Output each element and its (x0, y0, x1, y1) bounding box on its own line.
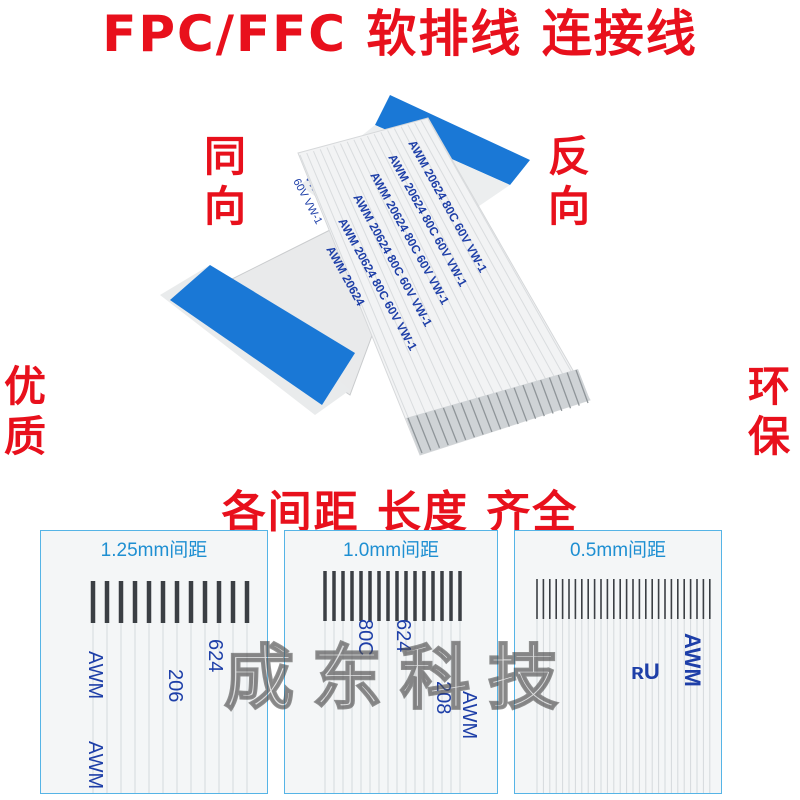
contact-pin (478, 397, 493, 433)
contact-pin (416, 415, 432, 451)
conductor-stripe (414, 122, 571, 407)
panel-print: 624 (392, 619, 414, 652)
pitch-sample-1-25: AWM AWM 206 624 AWM (84, 581, 250, 793)
contact-pin (407, 417, 423, 454)
panel-print: 80C (354, 619, 376, 656)
conductor-stripe (346, 141, 484, 433)
blue-stiffener-left (170, 265, 355, 405)
panel-1-0mm: 1.0mm间距 80C 624 208 AWM (284, 530, 498, 794)
same-direction-label: 同向 (203, 132, 246, 231)
conductor-stripe (407, 124, 563, 410)
panel-print: AWM (84, 741, 106, 789)
panel-1-25mm: 1.25mm间距 AWM AWM 206 624 AWM (40, 530, 268, 794)
pitch-sample-1-0: 80C 624 208 AWM (323, 571, 480, 793)
conductor-stripe (360, 137, 502, 428)
conductor-stripe (319, 149, 449, 444)
panel-print: 208 (432, 681, 454, 714)
watermark-text: 成东科技 (223, 635, 576, 720)
pitch-sample-0-5: AWM ʀU (536, 579, 711, 793)
contact-pin (548, 377, 563, 412)
blue-stiffener-right (375, 95, 530, 185)
conductor-stripe (373, 133, 519, 423)
panel-print: AWM (84, 651, 106, 699)
ffc-cable-illustration: VW-1 60V VW-1 AWM 20624 80C 60V VW-1 AWM… (160, 95, 591, 456)
contact-pin (433, 410, 449, 446)
conductor-stripe (313, 151, 440, 446)
conductor-stripe (420, 120, 580, 404)
contact-pin (442, 407, 458, 443)
reverse-direction-label: 反向 (547, 132, 590, 231)
contact-pin (469, 400, 484, 435)
contact-pin (557, 374, 572, 409)
conductor-stripe (427, 118, 589, 402)
conductor-stripe (306, 152, 432, 449)
panel-label: 1.25mm间距 (100, 540, 208, 561)
conductor-stripe (333, 145, 467, 439)
contact-pin (540, 379, 554, 414)
panel-print: AWM (458, 691, 480, 739)
contact-pin (460, 402, 476, 438)
conductor-stripe (299, 154, 423, 452)
conductor-stripe (387, 130, 537, 418)
contact-pin (495, 392, 510, 427)
contact-pin (522, 384, 537, 420)
conductor-stripe (353, 139, 493, 431)
conductor-stripe (380, 132, 528, 420)
eco-label: 环保 (747, 362, 790, 461)
panel-0-5mm: 0.5mm间距 AWM ʀU (514, 530, 722, 794)
contact-pin (451, 405, 467, 441)
panel-label: 0.5mm间距 (569, 540, 667, 561)
quality-label: 优质 (3, 362, 46, 461)
panel-print: 206 (164, 669, 186, 702)
contact-pin (486, 395, 502, 430)
panel-print: 624 (204, 639, 226, 672)
conductor-stripe (400, 126, 554, 412)
panel-print: AWM (680, 633, 705, 687)
ffc-cable-photo: VW-1 60V VW-1 AWM 20624 80C 60V VW-1 AWM… (150, 85, 630, 465)
panel-label: 1.0mm间距 (342, 540, 440, 561)
ul-logo-icon: ʀU (631, 659, 660, 684)
contact-pin (575, 369, 589, 404)
contact-pin (566, 372, 580, 406)
contact-pin (504, 389, 519, 425)
conductor-stripe (326, 147, 458, 441)
conductor-stripe (366, 135, 510, 425)
contact-pin (513, 387, 528, 422)
front-cable: AWM 20624 80C 60V VW-1 AWM 20624 80C 60V… (297, 117, 591, 456)
product-title: FPC/FFC 软排线 连接线 (102, 5, 698, 63)
conductor-stripe (393, 128, 545, 415)
contact-pin (531, 382, 545, 417)
contact-pin (425, 412, 441, 448)
spacing-length-label: 各间距 长度 齐全 (221, 487, 579, 538)
conductor-stripe (339, 143, 475, 436)
